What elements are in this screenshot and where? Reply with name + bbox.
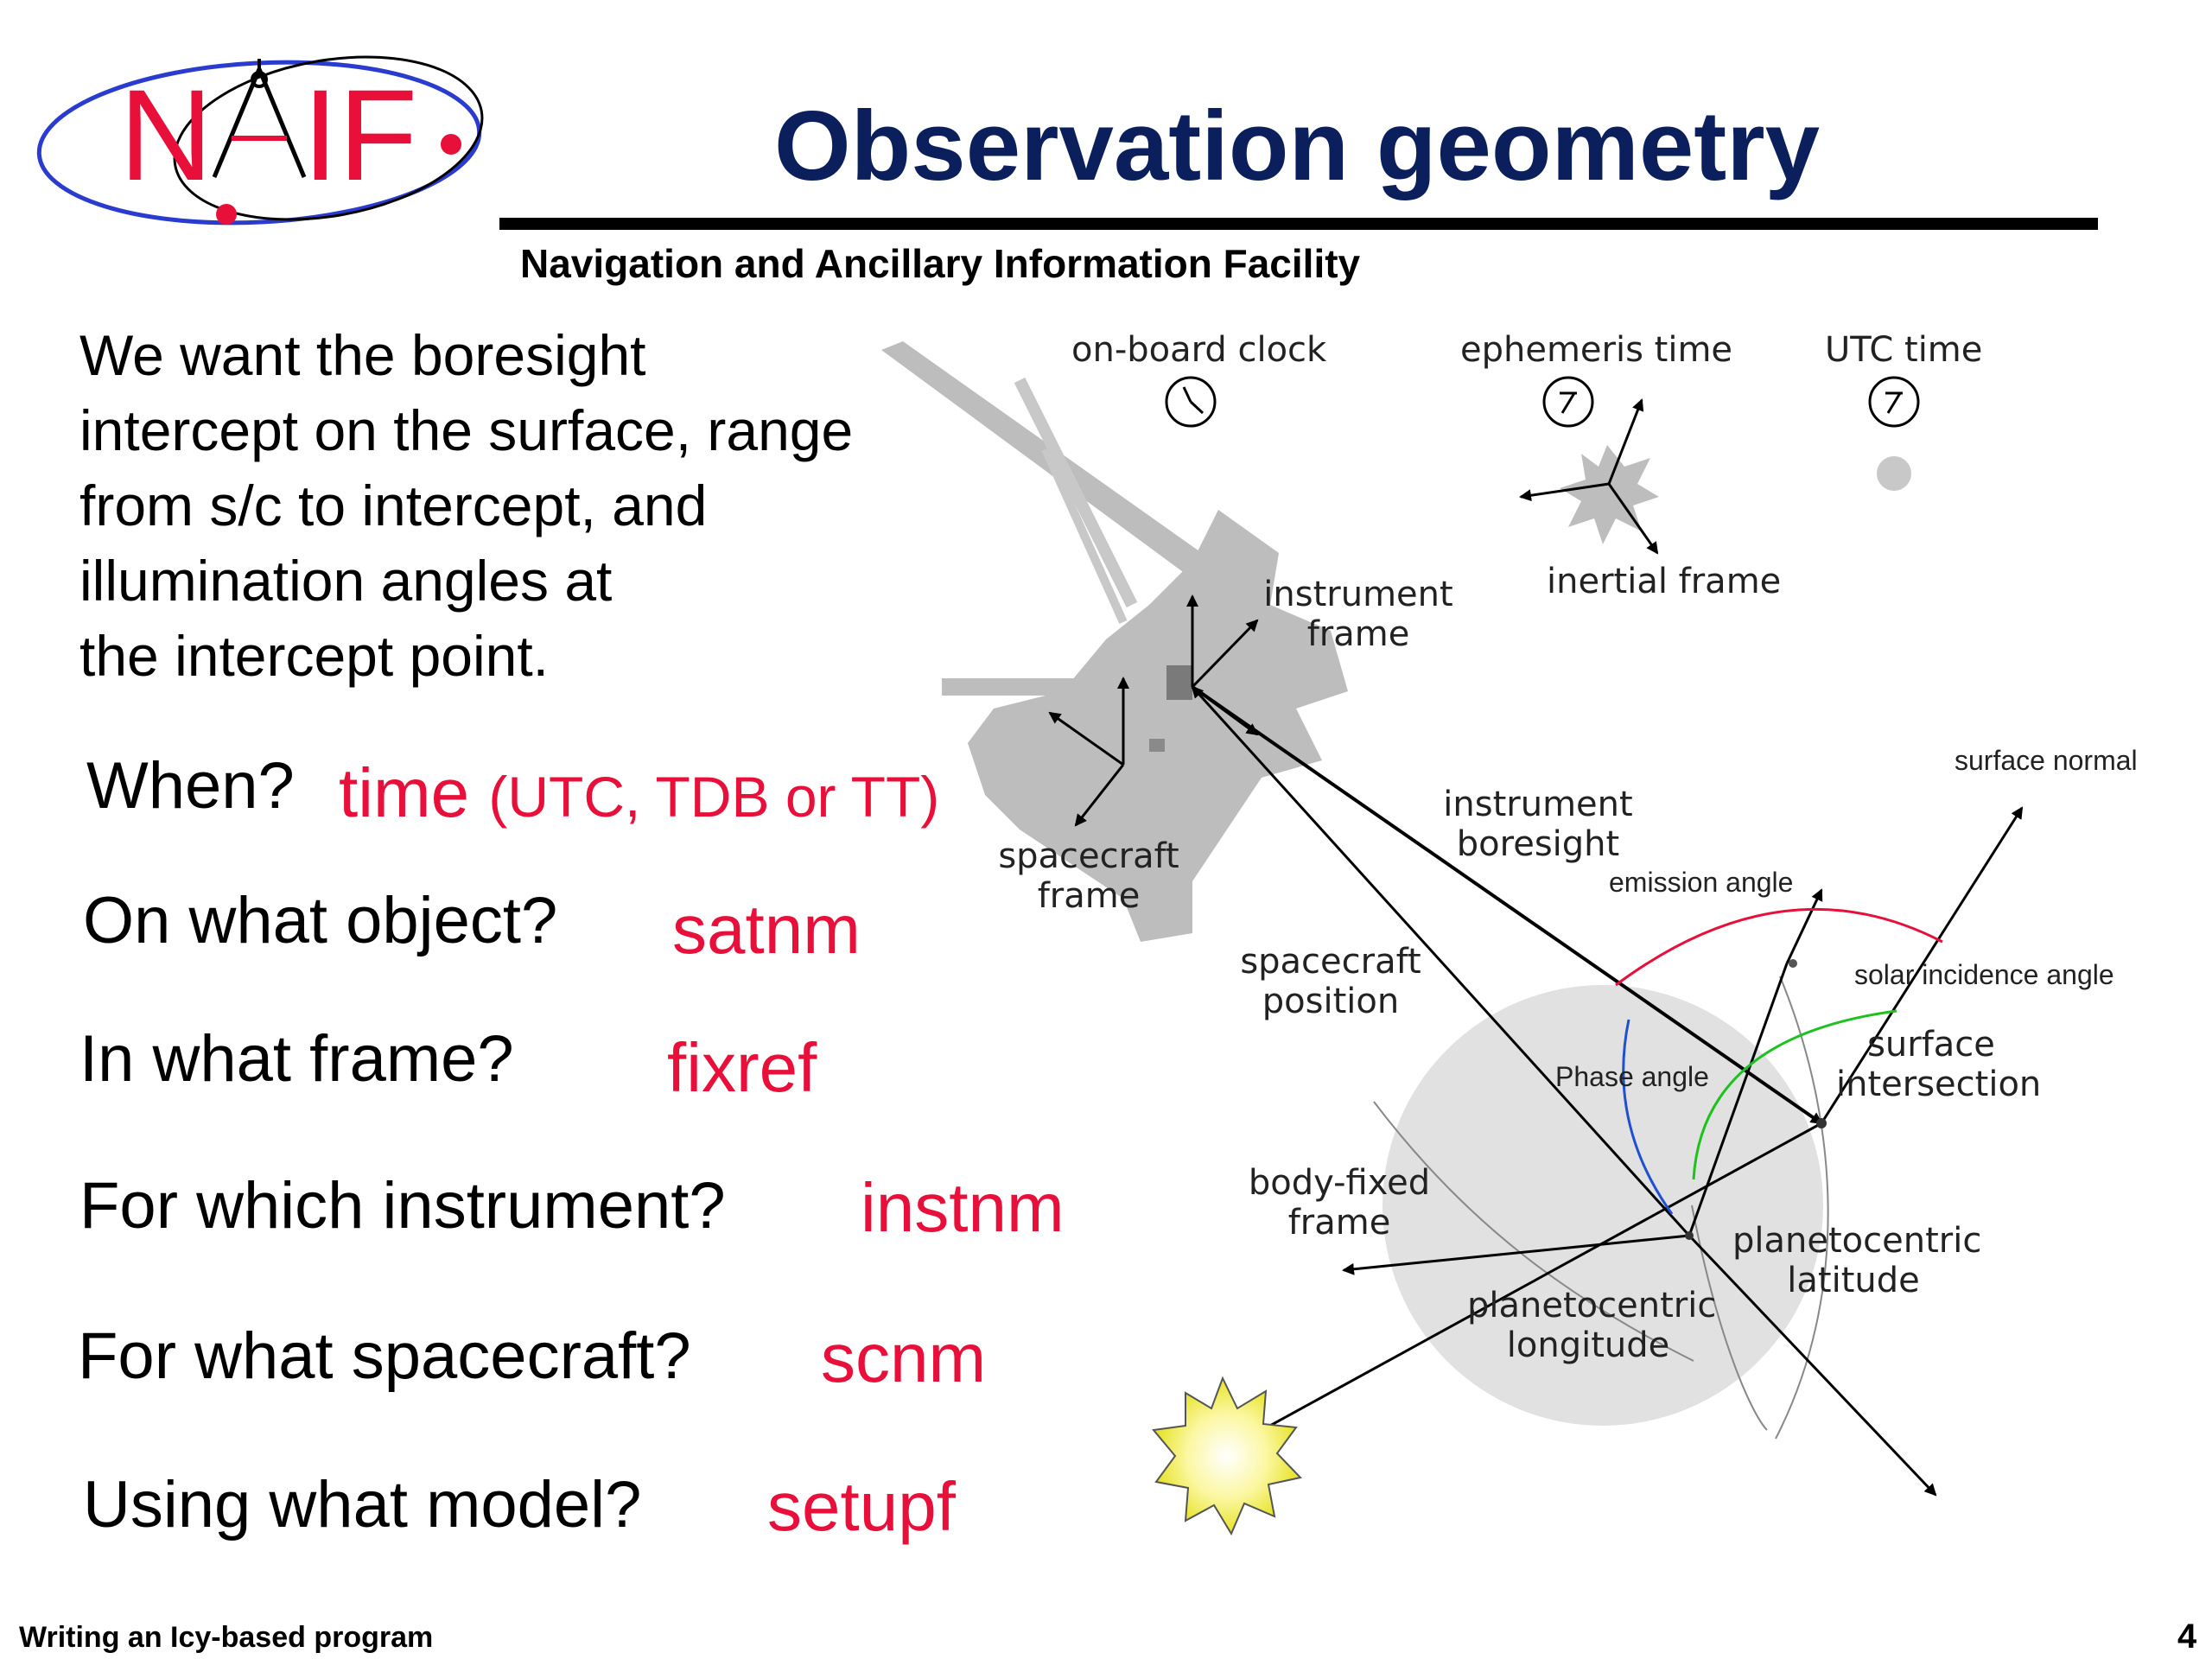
answer-satnm: satnm [672, 891, 861, 968]
slide-title: Observation geometry [774, 92, 1821, 201]
footer-course-title: Writing an Icy-based program [19, 1621, 434, 1654]
label-spacecraft-position: spacecraft position [1240, 942, 1421, 1021]
logo-text: N [119, 62, 213, 207]
page-number: 4 [2177, 1618, 2197, 1656]
solar-incidence-angle-arc [1692, 1009, 1897, 1180]
sun-icon [1152, 1376, 1302, 1536]
answer-instnm: instnm [861, 1169, 1065, 1246]
answer-setupf: setupf [767, 1468, 956, 1545]
onboard-clock-icon [1165, 376, 1217, 428]
utc-clock-icon [1868, 376, 1920, 491]
sun-direction-vector [1221, 1122, 1822, 1453]
question-model: Using what model? [83, 1468, 642, 1541]
label-instrument-boresight: instrument boresight [1443, 785, 1633, 864]
label-solar-incidence-angle: solar incidence angle [1854, 959, 2114, 990]
label-utc-time: UTC time [1825, 330, 1983, 370]
earth-icon [1877, 456, 1911, 491]
answer-time-formats: (UTC, TDB or TT) [488, 765, 940, 829]
label-onboard-clock: on-board clock [1071, 330, 1327, 370]
inertial-frame-icon [1519, 398, 1659, 555]
intro-line: We want the boresight [79, 323, 646, 387]
svg-text:IF: IF [302, 62, 417, 207]
question-frame: In what frame? [79, 1022, 514, 1096]
header-rule [499, 218, 2098, 230]
answer-scnm: scnm [821, 1319, 987, 1396]
label-emission-angle: emission angle [1609, 867, 1794, 898]
answer-when: time (UTC, TDB or TT) [339, 753, 939, 833]
emission-angle-arc [1615, 907, 1943, 987]
label-ephemeris-time: ephemeris time [1460, 330, 1733, 370]
surface-normal-vector [1820, 806, 2024, 1124]
label-planetocentric-longitude: planetocentric longitude [1467, 1286, 1717, 1365]
question-spacecraft: For what spacecraft? [78, 1319, 691, 1393]
question-object: On what object? [83, 884, 558, 957]
naif-logo: N IF [36, 55, 484, 226]
planet [1382, 985, 1823, 1426]
ephemeris-clock-icon [1542, 376, 1594, 428]
intro-line: illumination angles at [79, 549, 613, 613]
label-instrument-frame: instrument frame [1263, 575, 1453, 654]
label-phase-angle: Phase angle [1555, 1061, 1709, 1092]
question-when: When? [86, 749, 295, 823]
body-fixed-y-axis [1688, 1234, 1937, 1497]
label-body-fixed-frame: body-fixed frame [1248, 1163, 1431, 1243]
label-spacecraft-frame: spacecraft frame [998, 836, 1179, 916]
phase-angle-arc [1622, 1019, 1674, 1215]
answer-fixref: fixref [667, 1029, 817, 1106]
intro-line: intercept on the surface, range [79, 398, 854, 462]
intro-line: from s/c to intercept, and [79, 474, 708, 537]
spacecraft-position-vector [1191, 685, 1691, 1237]
boresight-vector [1191, 685, 1823, 1125]
label-surface-intersection: surface intersection [1836, 1025, 2042, 1104]
label-inertial-frame: inertial frame [1547, 562, 1782, 601]
intro-paragraph: We want the boresight intercept on the s… [79, 318, 853, 694]
label-planetocentric-latitude: planetocentric latitude [1732, 1221, 1982, 1300]
body-fixed-x-axis [1342, 1234, 1690, 1275]
answer-time: time [339, 754, 470, 831]
question-instrument: For which instrument? [79, 1169, 726, 1243]
label-surface-normal: surface normal [1955, 745, 2138, 776]
slide-subtitle: Navigation and Ancillary Information Fac… [520, 241, 1361, 286]
intro-line: the intercept point. [79, 624, 550, 688]
